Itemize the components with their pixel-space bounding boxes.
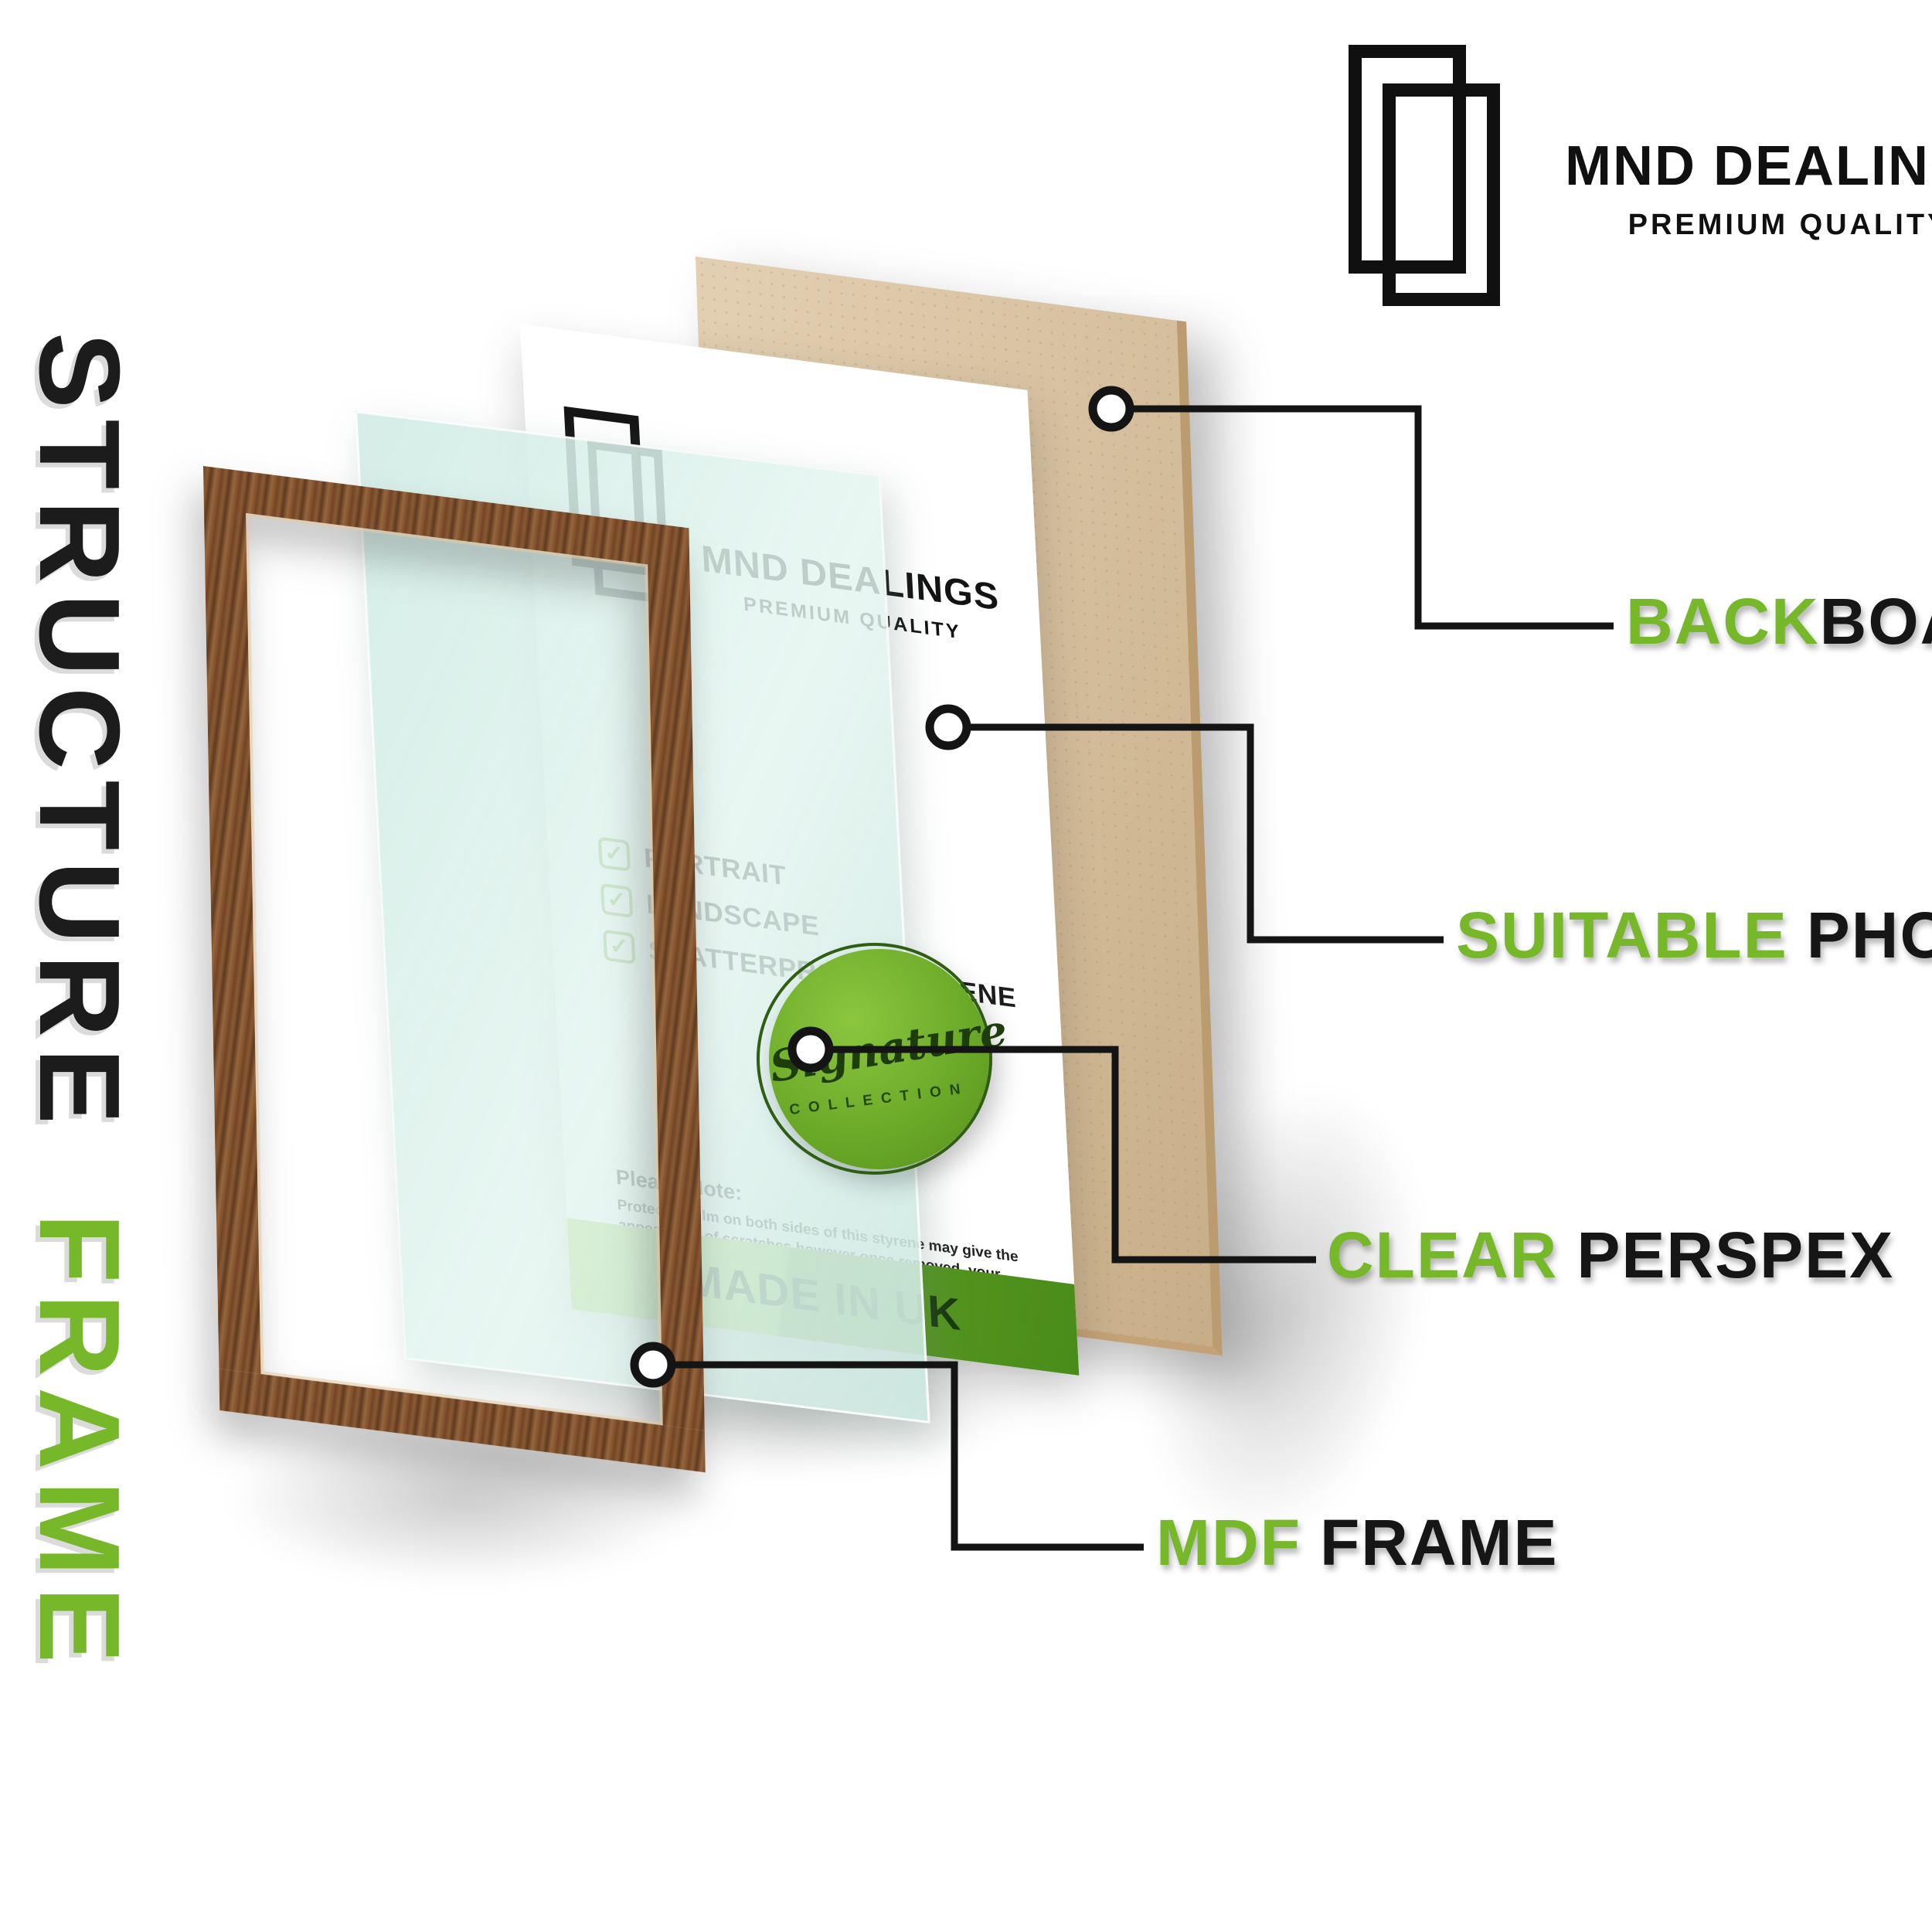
frame-logo-outer-rect [1349, 45, 1466, 274]
label-backboard: BACKBOARD [1626, 584, 1932, 659]
label-suitable-photo: SUITABLEPHOTO [1456, 898, 1932, 973]
wood-frame-layer [203, 466, 706, 1473]
label-frame-black: FRAME [1319, 1506, 1559, 1579]
label-photo-black: PHOTO [1806, 899, 1932, 971]
brand-tagline: PREMIUM QUALITY [1628, 209, 1932, 241]
brand-logo: MND DEALINGS PREMIUM QUALITY [1349, 45, 1932, 308]
frame-logo-inner-rect [1383, 83, 1500, 306]
brand-name: MND DEALINGS [1565, 135, 1932, 197]
label-backboard-green: BACK [1626, 585, 1820, 658]
page-title-vertical: STRUCTURE FRAME [15, 332, 143, 1674]
label-backboard-black: BOARD [1819, 585, 1932, 658]
label-perspex-black: PERSPEX [1577, 1219, 1895, 1291]
label-perspex-green: CLEAR [1327, 1219, 1559, 1291]
signature-badge: Signature COLLECTION [757, 943, 1011, 1175]
frame-logo-icon [1349, 45, 1528, 308]
label-frame-green: MDF [1156, 1506, 1301, 1579]
page-title-structure: STRUCTURE [15, 332, 143, 1135]
label-photo-green: SUITABLE [1456, 899, 1788, 971]
brand-text: MND DEALINGS PREMIUM QUALITY [1565, 134, 1932, 308]
page-title-frame: FRAME [15, 1213, 143, 1674]
frame-inner-lip [246, 512, 663, 1426]
